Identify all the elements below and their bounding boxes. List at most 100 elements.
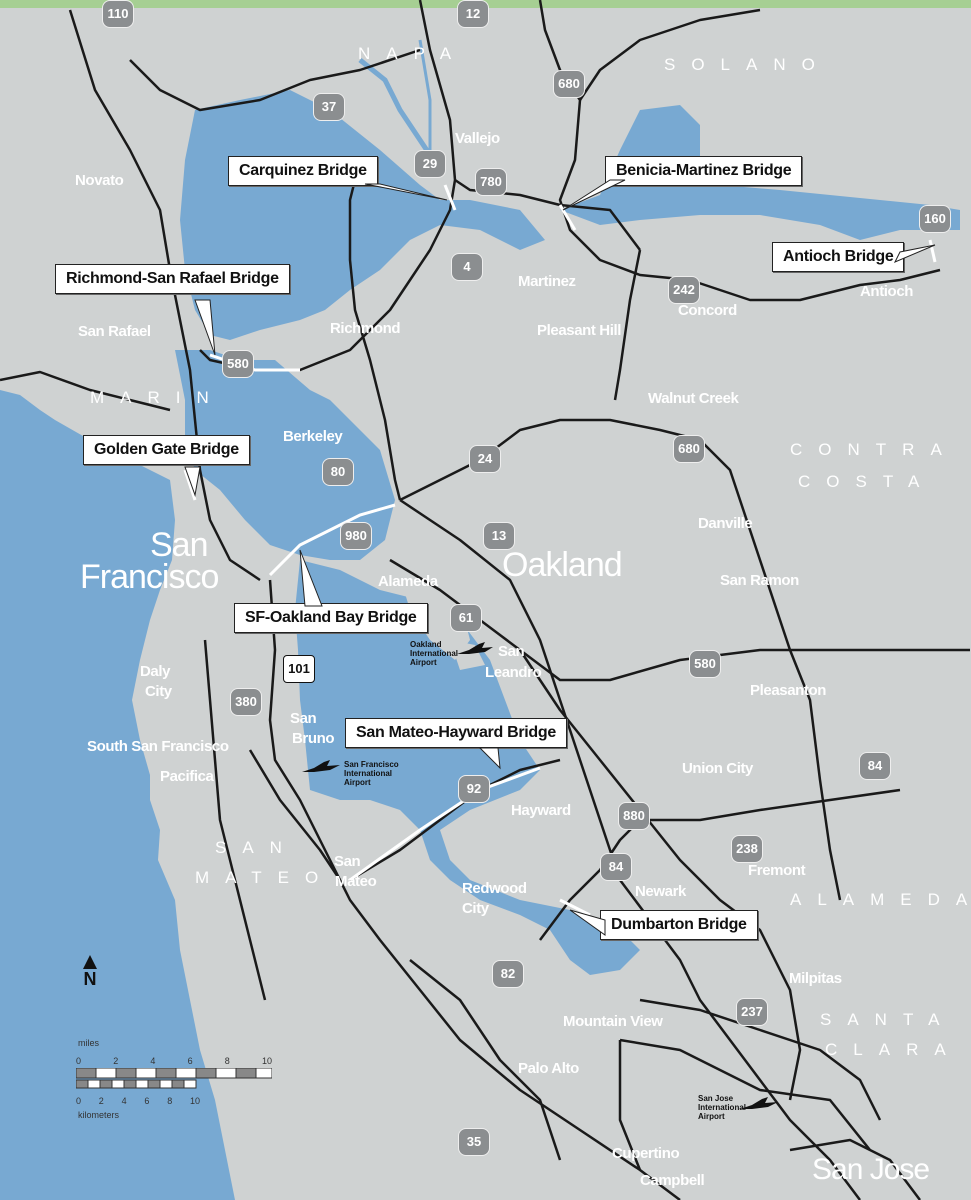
north-label: N bbox=[83, 969, 97, 989]
county-napa: NAPA bbox=[358, 44, 468, 63]
route-shield-12: 12 bbox=[457, 0, 489, 28]
airport-sjc-line1: San Jose bbox=[698, 1094, 734, 1103]
route-shield-37: 37 bbox=[313, 93, 345, 121]
route-shield-110: 110 bbox=[102, 0, 134, 28]
route-shield-80: 80 bbox=[322, 458, 354, 486]
route-shield-242: 242 bbox=[668, 276, 700, 304]
route-shield-84-west: 84 bbox=[600, 853, 632, 881]
city-campbell: Campbell bbox=[640, 1172, 705, 1189]
route-shield-880: 880 bbox=[618, 802, 650, 830]
route-shield-4: 4 bbox=[451, 253, 483, 281]
route-shield-980: 980 bbox=[340, 522, 372, 550]
route-shield-35: 35 bbox=[458, 1128, 490, 1156]
county-contra-costa-line1: CONTRA bbox=[790, 440, 958, 459]
airport-sjc-line2: International bbox=[698, 1103, 747, 1112]
scale-miles-tick: 2 bbox=[113, 1056, 119, 1066]
route-shield-61: 61 bbox=[450, 604, 482, 632]
route-shield-237: 237 bbox=[736, 998, 768, 1026]
city-walnut-creek: Walnut Creek bbox=[648, 390, 739, 407]
city-vallejo: Vallejo bbox=[455, 130, 500, 147]
city-pleasanton: Pleasanton bbox=[750, 682, 827, 699]
city-south-san-francisco: South San Francisco bbox=[87, 738, 229, 755]
scale-km-label: kilometers bbox=[78, 1110, 120, 1120]
city-daly-city-line1: Daly bbox=[140, 663, 171, 680]
city-richmond: Richmond bbox=[330, 320, 401, 337]
scale-km-ticks: 0 2 4 6 8 10 bbox=[76, 1096, 200, 1106]
callout-benicia-martinez-bridge: Benicia-Martinez Bridge bbox=[605, 156, 803, 186]
county-alameda: ALAMEDA bbox=[790, 890, 971, 909]
route-shield-380: 380 bbox=[230, 688, 262, 716]
airplane-icon bbox=[302, 760, 340, 772]
route-shield-82: 82 bbox=[492, 960, 524, 988]
city-san-francisco-line2: Francisco bbox=[80, 558, 219, 596]
airplane-icon bbox=[457, 642, 493, 654]
scale-miles-tick: 6 bbox=[187, 1056, 193, 1066]
south-bay bbox=[295, 560, 640, 975]
airport-oakland-line3: Airport bbox=[410, 658, 437, 667]
airplane-icon bbox=[740, 1097, 778, 1109]
county-santa-clara-line1: SANTA bbox=[820, 1010, 956, 1029]
route-shield-24: 24 bbox=[469, 445, 501, 473]
city-martinez: Martinez bbox=[518, 273, 576, 290]
airport-oakland-line1: Oakland bbox=[410, 640, 442, 649]
callout-richmond-san-rafael-bridge: Richmond-San Rafael Bridge bbox=[55, 264, 290, 294]
city-san-leandro-line1: San bbox=[498, 643, 525, 660]
city-pacifica: Pacifica bbox=[160, 768, 214, 785]
scale-miles-tick: 0 bbox=[76, 1056, 82, 1066]
county-san-mateo-line2: MATEO bbox=[195, 868, 335, 887]
scale-miles-label: miles bbox=[78, 1038, 100, 1048]
airport-sfo-line3: Airport bbox=[344, 778, 371, 787]
scale-km-tick: 0 bbox=[76, 1096, 82, 1106]
city-san-bruno-line2: Bruno bbox=[292, 730, 335, 747]
callout-dumbarton-bridge: Dumbarton Bridge bbox=[600, 910, 758, 940]
city-novato: Novato bbox=[75, 172, 124, 189]
city-san-mateo-line1: San bbox=[334, 853, 361, 870]
route-shield-29: 29 bbox=[414, 150, 446, 178]
callout-carquinez-bridge: Carquinez Bridge bbox=[228, 156, 378, 186]
callout-sf-oakland-bay-bridge: SF-Oakland Bay Bridge bbox=[234, 603, 428, 633]
city-antioch: Antioch bbox=[860, 283, 914, 300]
scale-miles-tick: 10 bbox=[261, 1056, 272, 1066]
city-redwood-city-line1: Redwood bbox=[462, 880, 527, 897]
suisun-bay bbox=[560, 105, 960, 240]
city-berkeley: Berkeley bbox=[283, 428, 343, 445]
north-arrow: N bbox=[80, 955, 100, 990]
city-newark: Newark bbox=[635, 883, 686, 900]
scale-miles-ticks: 0 2 4 6 8 10 bbox=[76, 1056, 272, 1066]
scale-miles-tick: 4 bbox=[150, 1056, 156, 1066]
route-shield-13: 13 bbox=[483, 522, 515, 550]
route-shield-238: 238 bbox=[731, 835, 763, 863]
scale-miles-tick: 8 bbox=[224, 1056, 230, 1066]
county-solano: SOLANO bbox=[664, 55, 831, 74]
city-redwood-city-line2: City bbox=[462, 900, 489, 917]
scale-km-tick: 6 bbox=[144, 1096, 150, 1106]
airport-sfo-line2: International bbox=[344, 769, 393, 778]
city-san-ramon: San Ramon bbox=[720, 572, 799, 589]
city-san-rafael: San Rafael bbox=[78, 323, 151, 340]
scale-km-tick: 10 bbox=[189, 1096, 200, 1106]
county-santa-clara-line2: CLARA bbox=[825, 1040, 962, 1059]
route-shield-680-north: 680 bbox=[553, 70, 585, 98]
county-contra-costa-line2: COSTA bbox=[798, 472, 936, 491]
callout-san-mateo-hayward-bridge: San Mateo-Hayward Bridge bbox=[345, 718, 567, 748]
north-arrow-icon bbox=[83, 955, 97, 969]
airport-sjc-line3: Airport bbox=[698, 1112, 725, 1121]
airport-oakland-label: Oakland International Airport bbox=[410, 640, 458, 667]
central-bay bbox=[175, 350, 395, 560]
county-san-mateo-line1: SAN bbox=[215, 838, 298, 857]
airport-sjc-label: San Jose International Airport bbox=[698, 1094, 746, 1121]
city-cupertino: Cupertino bbox=[612, 1145, 680, 1162]
route-shield-92: 92 bbox=[458, 775, 490, 803]
city-hayward: Hayward bbox=[511, 802, 571, 819]
city-san-francisco-line1: San bbox=[150, 526, 208, 564]
route-shield-680-south: 680 bbox=[673, 435, 705, 463]
route-shield-101: 101 bbox=[283, 655, 315, 683]
scale-km-tick: 8 bbox=[167, 1096, 173, 1106]
route-shield-84-east: 84 bbox=[859, 752, 891, 780]
city-san-bruno-line1: San bbox=[290, 710, 317, 727]
city-san-jose: San Jose bbox=[812, 1153, 930, 1186]
route-shield-580-north: 580 bbox=[222, 350, 254, 378]
scale-km-tick: 4 bbox=[121, 1096, 127, 1106]
city-pleasant-hill: Pleasant Hill bbox=[537, 322, 622, 339]
